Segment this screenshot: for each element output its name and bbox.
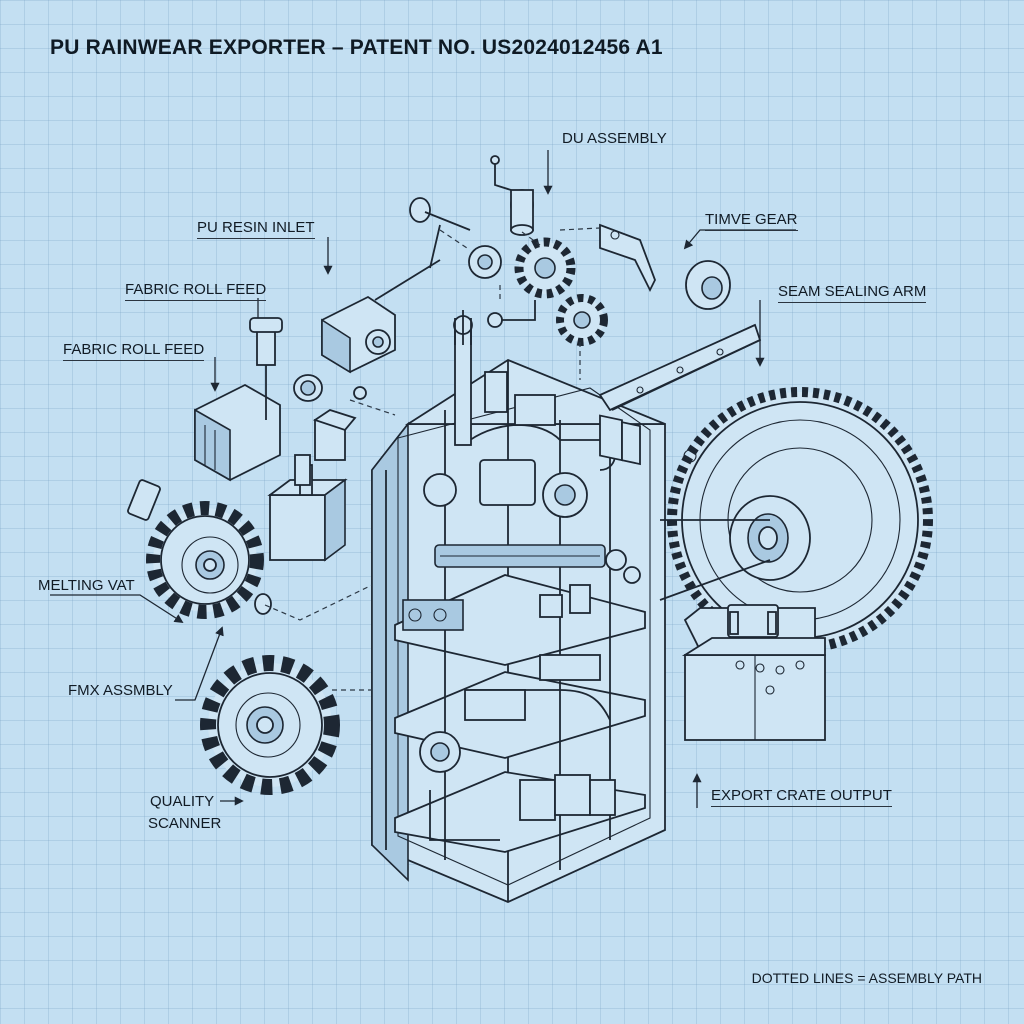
main-cabinet (371, 315, 666, 903)
label-du-assembly: DU ASSEMBLY (562, 130, 667, 147)
label-export-crate-output: EXPORT CRATE OUTPUT (711, 787, 892, 807)
page-title: PU RAINWEAR EXPORTER – PATENT NO. US2024… (50, 36, 663, 59)
label-quality-scanner-line1: QUALITY (150, 793, 215, 810)
label-fabric-roll-feed-lower: FABRIC ROLL FEED (63, 341, 205, 361)
pump-block (321, 259, 441, 374)
label-timve-gear: TIMVE GEAR (705, 211, 798, 231)
label-fmx-assembly: FMX ASSMBLY (68, 682, 173, 699)
label-fabric-roll-feed-upper: FABRIC ROLL FEED (125, 281, 267, 301)
top-parts (409, 155, 731, 466)
fabric-feed-blocks (194, 317, 367, 562)
gear-left-upper (146, 501, 264, 619)
flywheel (598, 323, 933, 653)
label-quality-scanner-line2: SCANNER (148, 815, 222, 832)
label-seam-sealing-arm: SEAM SEALING ARM (778, 283, 927, 303)
gear-left-lower (200, 655, 340, 795)
legend-note: DOTTED LINES = ASSEMBLY PATH (751, 970, 982, 986)
leader-lines (50, 150, 796, 808)
label-pu-resin-inlet: PU RESIN INLET (197, 219, 315, 239)
label-melting-vat: MELTING VAT (38, 577, 135, 594)
export-crate (681, 604, 826, 741)
assembly-paths (264, 227, 601, 691)
